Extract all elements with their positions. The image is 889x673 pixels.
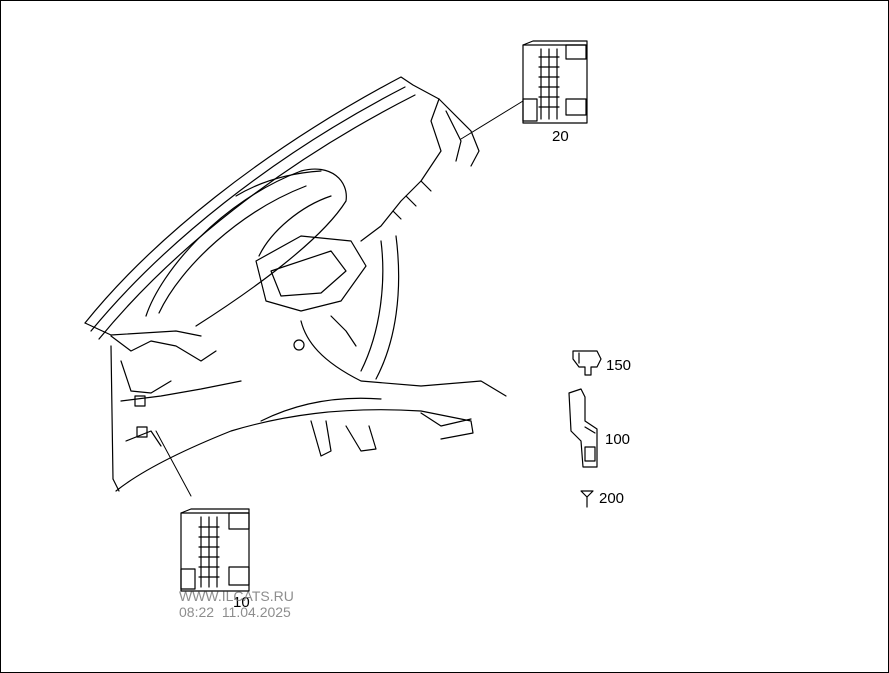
dashboard-assembly bbox=[84, 76, 524, 497]
part-200-screw bbox=[580, 490, 594, 508]
part-10-connector-block bbox=[180, 508, 250, 592]
part-100-holder-clip bbox=[568, 388, 598, 468]
part-150-fuse bbox=[572, 350, 602, 376]
part-20-connector-block bbox=[522, 40, 588, 124]
callout-150: 150 bbox=[606, 357, 632, 374]
watermark-site: WWW.ILCATS.RU bbox=[179, 588, 294, 604]
watermark-datetime: 08:22 11.04.2025 bbox=[179, 604, 291, 620]
callout-100: 100 bbox=[605, 431, 631, 448]
callout-20: 20 bbox=[552, 128, 569, 145]
callout-200: 200 bbox=[599, 490, 625, 507]
callout-10: 10 bbox=[233, 594, 250, 611]
